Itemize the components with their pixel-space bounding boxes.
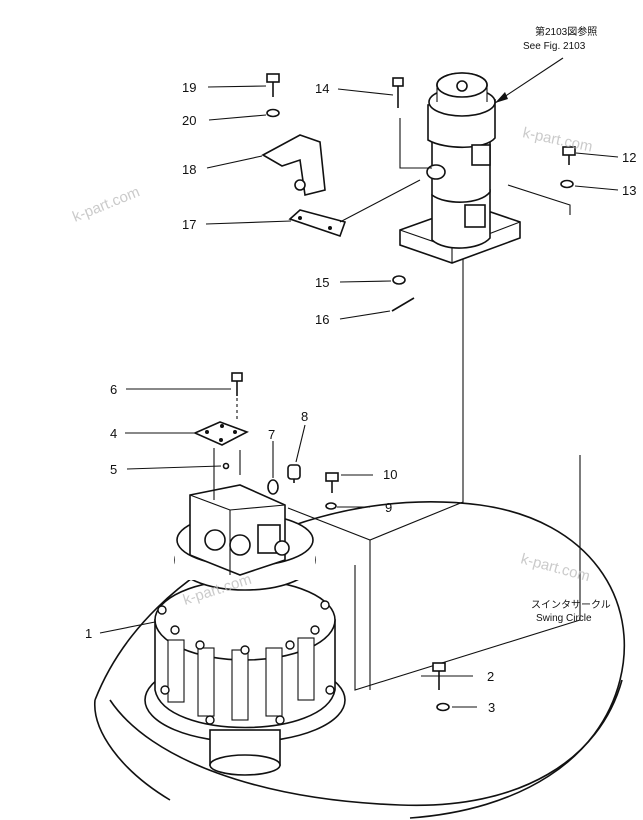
frame-lines (287, 245, 581, 691)
swing-circle-label-en: Swing Circle (536, 613, 592, 624)
callout-14: 14 (315, 81, 329, 96)
callout-18: 18 (182, 162, 196, 177)
watermark: k-part.com (521, 124, 594, 155)
watermarks: k-part.com k-part.com k-part.com k-part.… (70, 124, 594, 609)
callout-5: 5 (110, 462, 117, 477)
callout-13: 13 (622, 183, 636, 198)
callout-3: 3 (488, 700, 495, 715)
watermark: k-part.com (519, 550, 592, 585)
leader-lines (99, 85, 619, 708)
leader-extras (213, 57, 571, 500)
callout-4: 4 (110, 426, 117, 441)
reference-note-en: See Fig. 2103 (523, 41, 586, 52)
small-parts (222, 73, 576, 712)
callout-15: 15 (315, 275, 329, 290)
reference-note-jp: 第2103図参照 (535, 25, 597, 38)
callout-17: 17 (182, 217, 196, 232)
callout-19: 19 (182, 80, 196, 95)
plate (288, 209, 347, 238)
swing-circle-label: スインタサークル Swing Circle (531, 599, 611, 624)
callout-12: 12 (622, 150, 636, 165)
callout-2: 2 (487, 669, 494, 684)
callout-20: 20 (182, 113, 196, 128)
bracket (261, 134, 326, 196)
callout-7: 7 (268, 427, 275, 442)
callout-16: 16 (315, 312, 329, 327)
callout-10: 10 (383, 467, 397, 482)
watermark: k-part.com (70, 183, 142, 225)
callout-8: 8 (301, 409, 308, 424)
callout-1: 1 (85, 626, 92, 641)
swing-machinery (144, 484, 346, 776)
callout-6: 6 (110, 382, 117, 397)
swing-circle-label-jp: スインタサークル (531, 599, 611, 611)
reference-note: 第2103図参照 See Fig. 2103 (523, 25, 597, 52)
callout-labels: 1 2 3 4 5 6 7 8 9 10 12 13 14 15 16 17 1… (85, 80, 636, 715)
cover-plate (193, 421, 249, 446)
callout-9: 9 (385, 500, 392, 515)
swivel-joint (399, 72, 521, 264)
